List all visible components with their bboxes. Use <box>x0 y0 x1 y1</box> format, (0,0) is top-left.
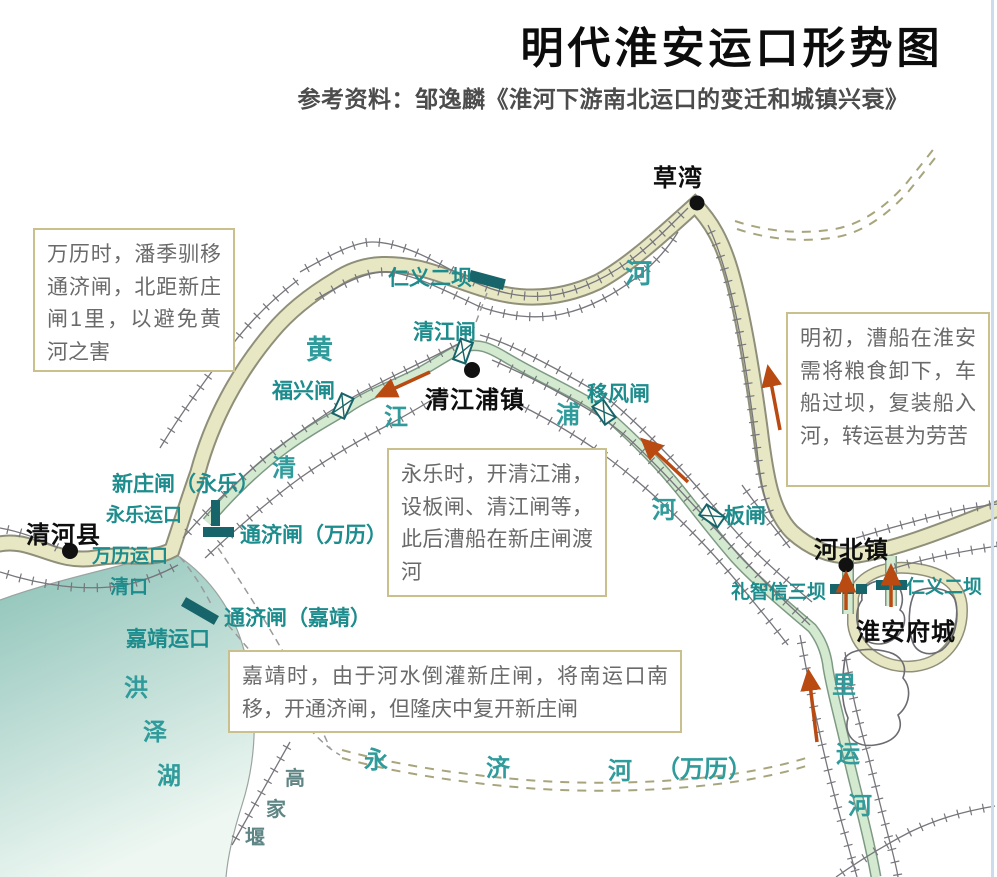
gate-icon-banzha <box>697 502 727 530</box>
rname-he-yellow: 河 <box>625 259 652 289</box>
rname-jia: 家 <box>266 799 286 821</box>
label-huaianfucheng: 淮安府城 <box>856 619 956 646</box>
rname-ze: 泽 <box>143 720 167 746</box>
town-dot-qingjiangpuzhen <box>464 362 480 378</box>
dam-icon-xinzhuangzha <box>211 500 220 526</box>
label-yongle-yunkou: 永乐运口 <box>106 505 183 526</box>
label-yifengzha: 移风闸 <box>587 383 650 406</box>
town-dot-caowan <box>689 195 705 211</box>
label-hebeizhen: 河北镇 <box>814 537 889 564</box>
rname-pu: 浦 <box>556 403 580 429</box>
note-mingchu: 明初，漕船在淮安需将粮食卸下，车船过坝，复装船入河，转运甚为劳苦 <box>786 312 990 487</box>
flow-arrow-liyun <box>800 668 822 743</box>
rname-he-yongji: 河 <box>608 759 632 785</box>
rname-wanli-paren: （万历） <box>656 757 752 783</box>
label-qingjiangzha: 清江闸 <box>413 321 476 344</box>
caowan-new-river-dashed <box>734 145 940 241</box>
gate-icon-qingjiangzha <box>451 337 475 365</box>
flow-arrow-canal-east <box>640 437 690 484</box>
dash-renyi-to-qingjiangzha <box>469 292 488 339</box>
label-qingkou: 清口 <box>110 577 149 598</box>
rname-he-canal: 河 <box>652 498 676 524</box>
flow-arrow-yellow-river <box>761 364 783 431</box>
hongze-lake <box>0 551 255 877</box>
label-caowan: 草湾 <box>653 165 703 192</box>
label-tongji-wanli: 通济闸（万历） <box>240 524 387 547</box>
town-dots <box>62 195 854 573</box>
rname-huang: 黄 <box>306 335 333 365</box>
note-jiajing: 嘉靖时，由于河水倒灌新庄闸，将南运口南移，开通济闸，但隆庆中复开新庄闸 <box>228 650 682 733</box>
label-wanli-yunkou: 万历运口 <box>92 546 169 567</box>
label-lizhixin: 礼智信三坝 <box>731 582 827 603</box>
yellow-river <box>0 193 997 568</box>
label-qinghexian: 清河县 <box>26 522 101 549</box>
rname-yun: 运 <box>836 742 860 768</box>
label-renyi-top: 仁义二坝 <box>388 267 472 290</box>
rname-hu: 湖 <box>157 764 181 790</box>
right-edge-border <box>991 0 994 877</box>
dam-icon-tongji-jiajing <box>181 597 219 625</box>
label-jiajing-yunkou: 嘉靖运口 <box>126 628 210 651</box>
dam-icon-tongji-wanli <box>203 527 234 537</box>
gate-icon-yifengzha <box>590 397 618 427</box>
label-banzha: 板闸 <box>724 505 766 528</box>
dam-icon-lizhixin <box>830 584 867 594</box>
rname-li: 里 <box>832 673 856 699</box>
label-xinzhuangzha: 新庄闸（永乐） <box>112 473 259 496</box>
yongji-river-dashed <box>341 749 813 792</box>
rname-ji: 济 <box>486 756 510 782</box>
rname-hong: 洪 <box>124 676 148 702</box>
rname-he-liyun: 河 <box>848 794 872 820</box>
flow-arrow-canal-west <box>374 370 431 398</box>
label-fuxingzha: 福兴闸 <box>272 380 335 403</box>
town-dot-hebeizhen <box>838 557 854 573</box>
rname-yong: 永 <box>364 748 388 774</box>
label-tongji-jiajing: 通济闸（嘉靖） <box>224 607 371 630</box>
note-yongle: 永乐时，开清江浦，设板闸、清江闸等，此后漕船在新庄闸渡河 <box>387 448 607 597</box>
label-renyi-right: 仁义二坝 <box>906 577 983 598</box>
note-wanli: 万历时，潘季驯移通济闸，北距新庄闸1里，以避免黄河之害 <box>33 228 235 372</box>
page-title: 明代淮安运口形势图 <box>520 25 944 73</box>
rname-jiang: 江 <box>384 405 408 431</box>
rname-yan: 堰 <box>245 827 265 849</box>
page-subtitle: 参考资料：邹逸麟《淮河下游南北运口的变迁和城镇兴衰》 <box>297 86 909 112</box>
flow-arrows <box>374 364 902 743</box>
rname-gao: 高 <box>285 768 305 790</box>
dam-icon-renyi-top <box>468 270 506 290</box>
rname-qing: 清 <box>272 456 296 482</box>
gate-icon-fuxingzha <box>331 391 355 421</box>
label-qingjiangpuzhen: 清江浦镇 <box>425 387 525 414</box>
dash-to-jiajing-gate <box>179 556 213 607</box>
town-dot-qinghexian <box>62 543 78 559</box>
gate-symbols <box>331 337 727 530</box>
